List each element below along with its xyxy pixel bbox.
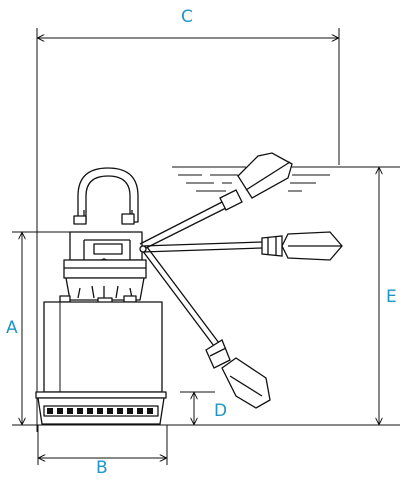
water-surface (172, 166, 330, 192)
pump-icon (35, 167, 167, 425)
dimension-label-c: C (181, 7, 193, 27)
float-switch-icon (261, 231, 343, 261)
float-switch-icon (205, 339, 271, 409)
dimension-label-d: D (214, 401, 227, 421)
dimension-label-a: A (6, 318, 18, 338)
dimension-label-e: E (386, 287, 397, 307)
dimension-lines (22, 38, 379, 458)
dimension-label-b: B (96, 458, 108, 478)
extension-lines (12, 28, 400, 465)
float-switch-icon (219, 152, 293, 211)
pump-base-grid (47, 408, 153, 414)
float-rods (139, 199, 263, 347)
